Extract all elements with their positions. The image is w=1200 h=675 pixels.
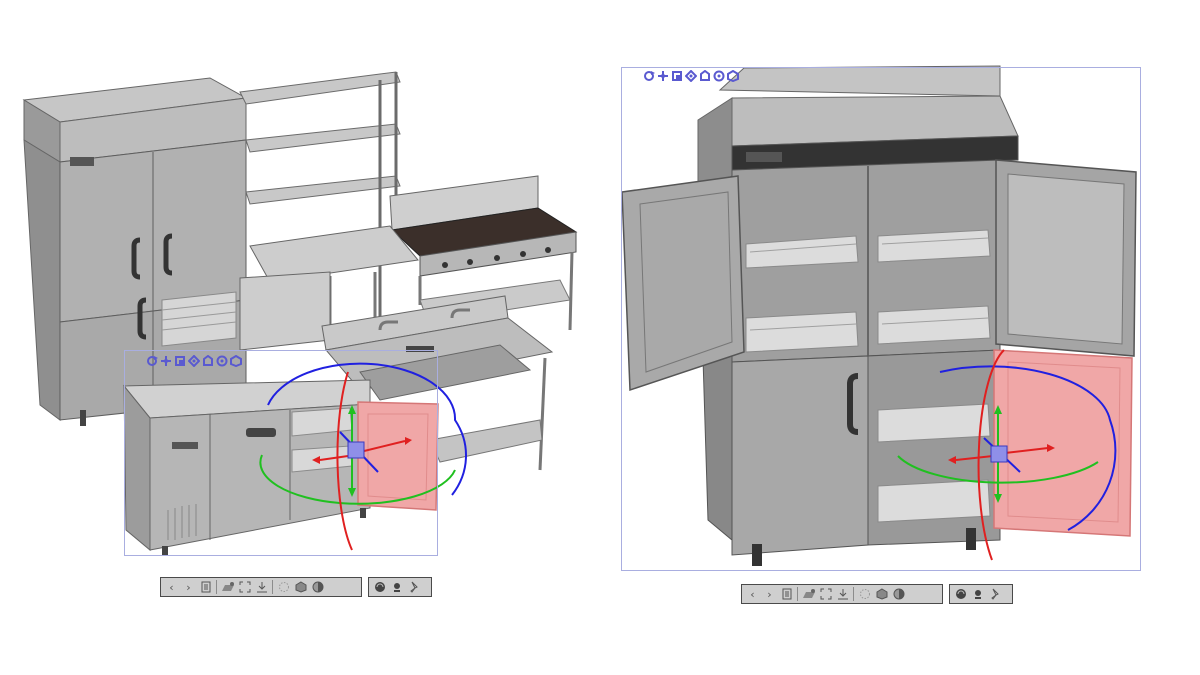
- navigation-group: ‹ ›: [741, 584, 943, 604]
- shading-icon[interactable]: [309, 579, 326, 595]
- fridge-body: [697, 159, 1001, 566]
- prev-icon[interactable]: ‹: [750, 587, 755, 601]
- render-group: [949, 584, 1013, 604]
- shading-icon[interactable]: [890, 586, 907, 602]
- pin-icon[interactable]: [986, 586, 1003, 602]
- open-door-grey: [239, 271, 331, 351]
- fridge-scene: [621, 65, 1137, 566]
- parent-icon[interactable]: [726, 69, 739, 82]
- gizmo-toolbar-left: [145, 354, 242, 368]
- save-icon[interactable]: [800, 586, 817, 602]
- material-icon[interactable]: [371, 579, 388, 595]
- scale-icon[interactable]: [670, 69, 683, 82]
- transform-icon[interactable]: [684, 69, 697, 82]
- wall-shelves: [239, 71, 401, 340]
- kitchen-scene: [22, 71, 578, 556]
- material-icon[interactable]: [952, 586, 969, 602]
- transform-gizmo[interactable]: [259, 362, 468, 551]
- compressor-housing: [697, 65, 1019, 197]
- viewport-right[interactable]: ‹ ›: [600, 0, 1200, 675]
- open-door-upper-left: [621, 175, 745, 392]
- parent-icon[interactable]: [229, 354, 242, 367]
- view-icon[interactable]: [873, 586, 890, 602]
- transform-icon[interactable]: [187, 354, 200, 367]
- prev-icon[interactable]: ‹: [169, 580, 174, 594]
- view-icon[interactable]: [292, 579, 309, 595]
- render-group: [368, 577, 432, 597]
- toolbar-separator: [853, 587, 854, 601]
- move-icon[interactable]: [656, 69, 669, 82]
- rotate-icon[interactable]: [642, 69, 655, 82]
- selected-door-pink: [993, 349, 1133, 537]
- frame-icon[interactable]: [236, 579, 253, 595]
- selected-door-pink: [357, 401, 439, 511]
- rotate-icon[interactable]: [145, 354, 158, 367]
- toolbar-separator: [216, 580, 217, 594]
- pivot-icon[interactable]: [712, 69, 725, 82]
- focus-icon[interactable]: [253, 579, 270, 595]
- viewport-toolbar-left: ‹ ›: [160, 577, 432, 597]
- toolbar-separator: [797, 587, 798, 601]
- next-icon[interactable]: ›: [186, 580, 191, 594]
- gizmo-toolbar-right: [642, 69, 739, 83]
- move-icon[interactable]: [159, 354, 172, 367]
- navigation-group: ‹ ›: [160, 577, 362, 597]
- light-icon[interactable]: [388, 579, 405, 595]
- orbit-icon[interactable]: [275, 579, 292, 595]
- pin-icon[interactable]: [405, 579, 422, 595]
- viewport-left[interactable]: ‹ ›: [0, 0, 600, 675]
- snap-icon[interactable]: [698, 69, 711, 82]
- viewport-toolbar-right: ‹ ›: [741, 584, 1013, 604]
- undercounter-fridge: [122, 379, 371, 556]
- toolbar-separator: [272, 580, 273, 594]
- next-icon[interactable]: ›: [767, 587, 772, 601]
- snap-icon[interactable]: [201, 354, 214, 367]
- orbit-icon[interactable]: [856, 586, 873, 602]
- list-icon[interactable]: [778, 586, 795, 602]
- frame-icon[interactable]: [817, 586, 834, 602]
- light-icon[interactable]: [969, 586, 986, 602]
- list-icon[interactable]: [197, 579, 214, 595]
- transform-gizmo[interactable]: [897, 349, 1117, 561]
- scale-icon[interactable]: [173, 354, 186, 367]
- save-icon[interactable]: [219, 579, 236, 595]
- pivot-icon[interactable]: [215, 354, 228, 367]
- tall-fridge: [22, 77, 248, 426]
- focus-icon[interactable]: [834, 586, 851, 602]
